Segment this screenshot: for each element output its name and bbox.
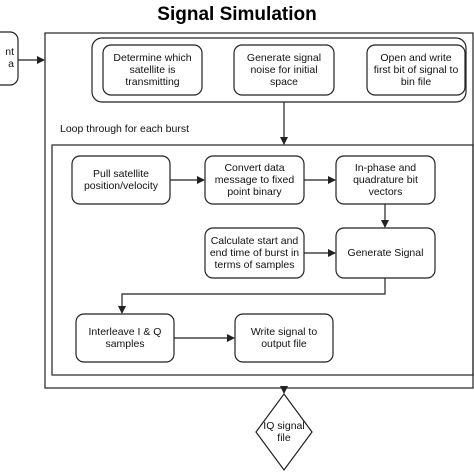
node-iq-vectors: In-phase and quadrature bit vectors	[353, 162, 418, 198]
node-generate-noise-box	[233, 44, 335, 96]
input-node-partial-label: nt a	[5, 46, 14, 70]
node-pull-satellite: Pull satellite position/velocity	[83, 168, 159, 192]
node-write-signal: Write signal to output file	[250, 326, 318, 350]
diagram-title: Signal Simulation	[157, 4, 317, 25]
node-iq-signal-file: IQ signal file	[263, 420, 305, 444]
node-open-write-first-bit: Open and write first bit of signal to bi…	[373, 52, 459, 88]
node-convert-data: Convert data message to fixed point bina…	[214, 162, 295, 198]
node-iq-signal-file-diamond	[255, 392, 313, 472]
node-open-write-box	[366, 44, 466, 96]
node-write-signal-box	[234, 313, 334, 363]
loop-caption: Loop through for each burst	[60, 123, 190, 135]
burst-loop-container	[51, 144, 474, 376]
node-generate-signal: Generate Signal	[347, 247, 424, 259]
node-determine-satellite-box	[102, 44, 203, 96]
node-interleave: Interleave I & Q samples	[88, 326, 162, 350]
node-determine-satellite: Determine which satellite is transmittin…	[113, 52, 192, 88]
input-node-partial	[0, 31, 19, 86]
node-generate-noise: Generate signal noise for initial space	[246, 52, 322, 88]
edge-generate-to-interleave	[118, 278, 386, 314]
node-calculate-start-end: Calculate start and end time of burst in…	[209, 235, 300, 271]
